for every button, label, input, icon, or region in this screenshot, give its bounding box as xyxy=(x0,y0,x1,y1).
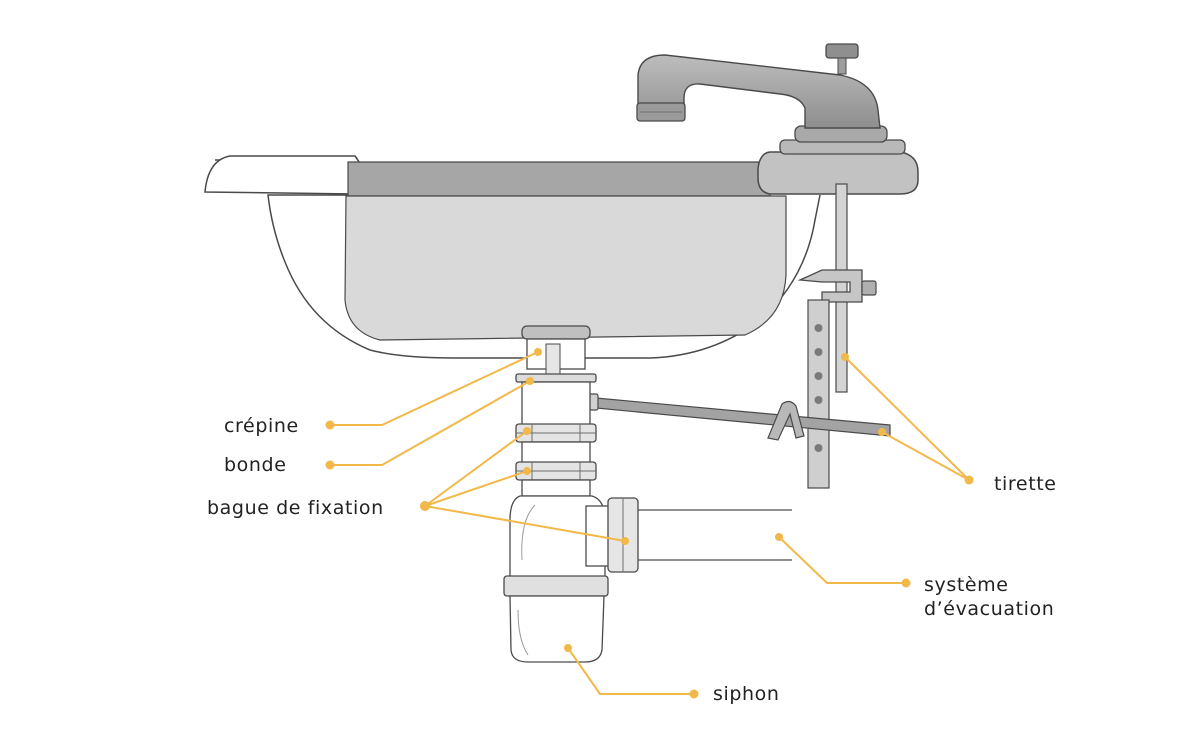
sink-rim-left xyxy=(204,155,364,195)
tap-deck xyxy=(757,151,919,195)
perforated-strap xyxy=(807,299,830,489)
leader-systeme xyxy=(778,536,906,584)
leader-tirette-2 xyxy=(881,431,970,481)
leader-siphon xyxy=(567,647,694,695)
siphon-bowl xyxy=(509,595,605,663)
label-crepine: crépine xyxy=(224,415,299,437)
drain-stem-inner xyxy=(545,343,561,375)
label-siphon: siphon xyxy=(713,683,780,705)
leader-crepine xyxy=(330,351,539,426)
label-bonde: bonde xyxy=(224,454,287,476)
siphon-band xyxy=(503,575,609,597)
leader-bague-2 xyxy=(424,470,528,507)
label-bague-de-fixation: bague de fixation xyxy=(207,497,384,519)
label-tirette: tirette xyxy=(994,473,1057,495)
faucet-spout xyxy=(637,54,881,129)
pivot-rod xyxy=(595,397,891,437)
leader-bague-3 xyxy=(424,505,626,542)
label-systeme-evacuation: système d’évacuation xyxy=(924,573,1054,621)
leader-tirette-1 xyxy=(844,356,970,481)
sink-basin xyxy=(344,195,787,341)
drain-cap xyxy=(521,325,591,340)
tirette-clamp xyxy=(797,269,863,303)
label-systeme-line2: d’évacuation xyxy=(924,598,1055,620)
spring-clip xyxy=(767,400,805,441)
leader-bonde xyxy=(330,380,531,466)
leader-lines xyxy=(330,351,970,695)
leader-dots xyxy=(325,348,974,699)
pull-knob-stem xyxy=(837,57,847,75)
leader-bague-1 xyxy=(424,430,528,507)
drain-body xyxy=(521,381,591,427)
label-systeme-line1: système xyxy=(924,574,1009,596)
pull-knob xyxy=(825,43,859,59)
tirette-rod xyxy=(835,183,848,393)
clamp-screw xyxy=(861,280,877,296)
sink-back-wall xyxy=(347,161,771,197)
